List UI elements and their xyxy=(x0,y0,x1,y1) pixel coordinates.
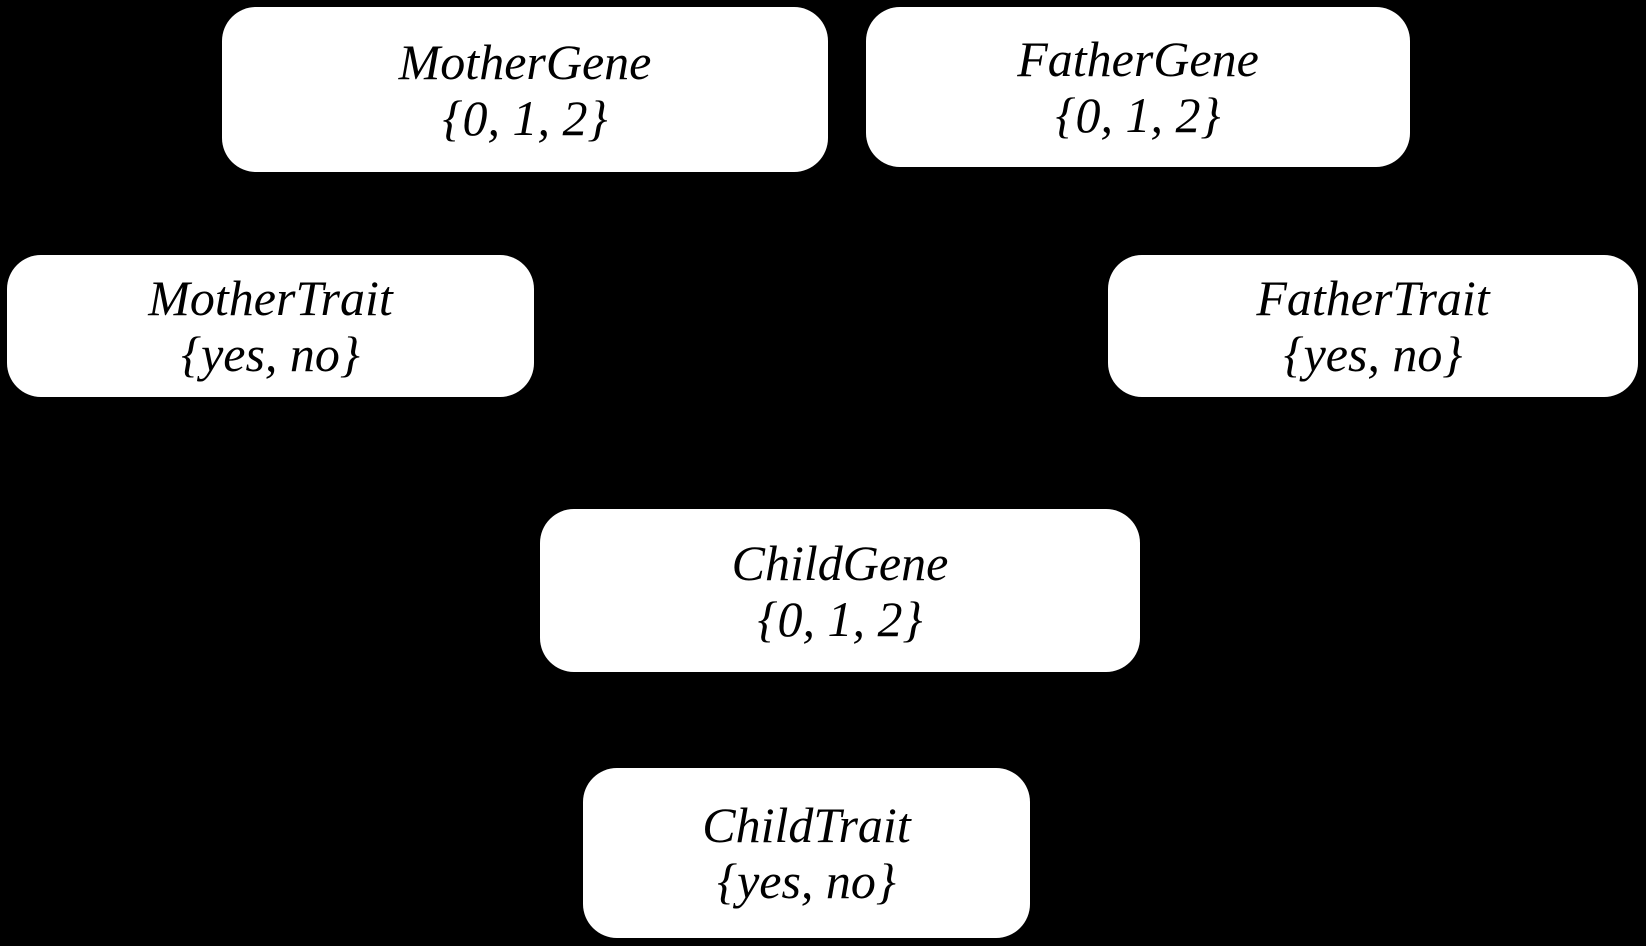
node-mother-trait-label: MotherTrait xyxy=(148,270,393,326)
node-father-trait[interactable]: FatherTrait {yes, no} xyxy=(1108,255,1638,397)
node-child-gene[interactable]: ChildGene {0, 1, 2} xyxy=(540,509,1140,672)
node-father-trait-domain: {yes, no} xyxy=(1283,326,1463,382)
node-child-gene-label: ChildGene xyxy=(731,534,949,591)
node-mother-gene-domain: {0, 1, 2} xyxy=(442,89,608,146)
node-mother-trait[interactable]: MotherTrait {yes, no} xyxy=(7,255,534,397)
node-father-trait-label: FatherTrait xyxy=(1256,270,1490,326)
node-mother-trait-domain: {yes, no} xyxy=(181,326,360,382)
node-mother-gene-label: MotherGene xyxy=(398,33,652,90)
node-father-gene[interactable]: FatherGene {0, 1, 2} xyxy=(866,7,1410,167)
node-child-trait-domain: {yes, no} xyxy=(717,853,896,909)
node-mother-gene[interactable]: MotherGene {0, 1, 2} xyxy=(222,7,828,172)
node-father-gene-label: FatherGene xyxy=(1017,31,1259,87)
node-child-trait-label: ChildTrait xyxy=(702,797,911,853)
node-father-gene-domain: {0, 1, 2} xyxy=(1055,87,1221,143)
node-child-gene-domain: {0, 1, 2} xyxy=(757,590,923,647)
node-child-trait[interactable]: ChildTrait {yes, no} xyxy=(583,768,1030,938)
